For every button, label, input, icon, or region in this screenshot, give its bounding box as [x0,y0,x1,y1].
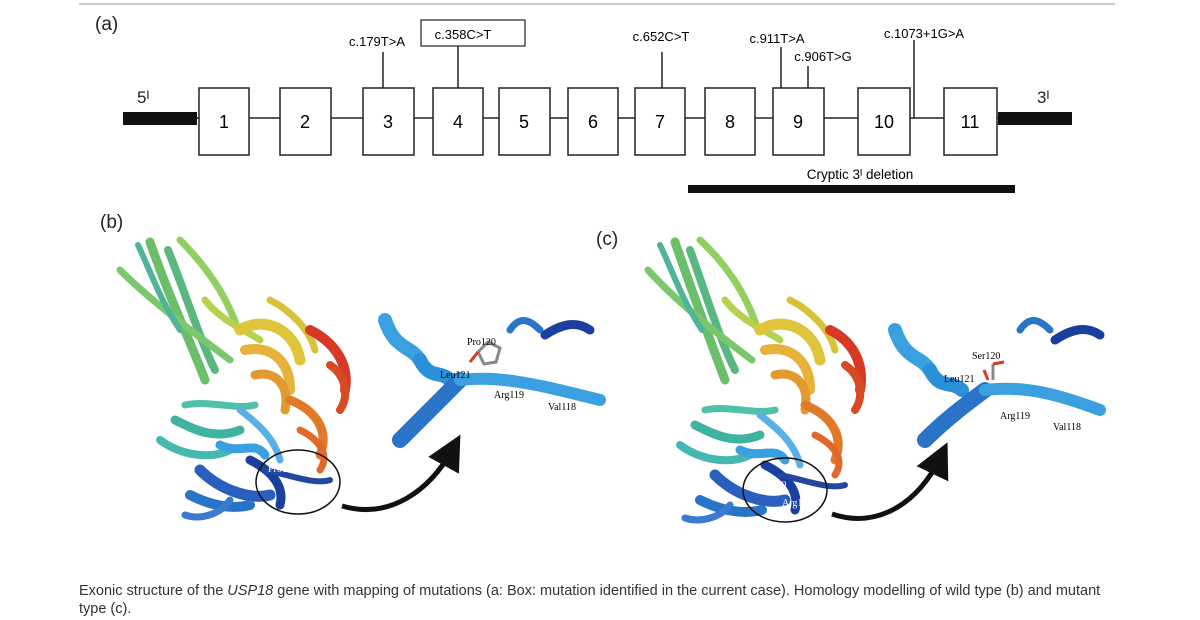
mutant-inset: Ser120 Leu121 Arg119 Val118 [888,317,1106,448]
three-prime-label: 3ᴵ [1037,88,1049,107]
exon-3-label: 3 [383,112,393,132]
mt-circle-arg119: Arg119 [782,498,812,509]
five-prime-utr [123,112,197,125]
exon-10: 10 [857,87,911,156]
exon-10-label: 10 [874,112,894,132]
caption-gene: USP18 [227,583,274,599]
mutant-site-circle [742,457,828,523]
exon-7: 7 [634,87,686,156]
mt-inset-arg119: Arg119 [1000,411,1030,422]
wild-type-site-circle [255,449,341,515]
exon-6: 6 [567,87,619,156]
usp18-figure: (a) 5ᴵ 3ᴵ 1 2 3 4 5 6 7 8 9 10 [79,3,1115,524]
exon-11-label: 11 [961,112,980,132]
exon-5-label: 5 [519,112,529,132]
exon-4: 4 [432,87,484,156]
wild-type-inset: Pro120 Leu121 Arg119 Val118 [378,313,606,448]
mutant-zoom-arrow [831,442,949,521]
mutation-c911-label: c.911T>A [749,31,804,46]
wild-type-zoom-arrow [341,434,461,512]
mutation-c906-label: c.906T>G [794,49,851,64]
exon-3: 3 [362,87,415,156]
mutation-c358-label: c.358C>T [435,27,492,42]
wt-inset-pro120: Pro120 [467,337,496,348]
cryptic-deletion-label: Cryptic 3ᴵ deletion [807,167,914,182]
wild-type-protein-model: Pro120 Arg119 [116,236,351,521]
mt-inset-ser120: Ser120 [972,351,1000,362]
exon-5: 5 [498,87,551,156]
exon-2: 2 [279,87,332,156]
mutation-c911: c.911T>A [749,31,805,88]
caption-post: gene with mapping of mutations (a: Box: … [79,583,1101,617]
current-case-box [420,19,526,47]
mutation-c652-label: c.652C>T [633,29,690,44]
panel-c-label: (c) [596,229,618,250]
wt-inset-val118: Val118 [548,402,576,413]
cryptic-deletion-bar [688,185,1015,193]
mutant-type-protein-model: Ser120 Arg119 [644,236,866,524]
mutation-c358-current-case: c.358C>T [420,19,526,88]
wt-inset-arg119: Arg119 [494,390,524,401]
mutation-c652: c.652C>T [633,29,690,88]
figure-caption: Exonic structure of the USP18 gene with … [79,582,1129,618]
exon-8: 8 [704,87,756,156]
exon-6-label: 6 [588,112,598,132]
mt-circle-ser120: Ser120 [758,480,786,491]
three-prime-utr [998,112,1072,125]
panel-b-label: (b) [100,212,123,233]
exon-4-label: 4 [453,112,463,132]
exon-2-label: 2 [300,112,310,132]
mt-inset-leu121: Leu121 [944,374,975,385]
exon-9-label: 9 [793,112,803,132]
mutation-c1073-label: c.1073+1G>A [884,26,965,41]
exon-9: 9 [772,87,825,156]
wt-circle-pro120: Pro120 [268,464,297,475]
mutation-c179: c.179T>A [349,34,405,88]
exon-11: 11 [943,87,998,156]
mutation-c906: c.906T>G [794,49,852,88]
mt-inset-val118: Val118 [1053,422,1081,433]
wt-inset-leu121: Leu121 [440,370,471,381]
exon-1: 1 [198,87,250,156]
mutation-c179-label: c.179T>A [349,34,405,49]
caption-pre: Exonic structure of the [79,583,228,599]
panel-a-label: (a) [95,14,118,35]
wt-circle-arg119: Arg119 [292,486,322,497]
mutation-c1073: c.1073+1G>A [884,26,965,118]
exon-1-label: 1 [219,112,229,132]
exon-8-label: 8 [725,112,735,132]
exon-7-label: 7 [655,112,665,132]
five-prime-label: 5ᴵ [137,88,149,107]
